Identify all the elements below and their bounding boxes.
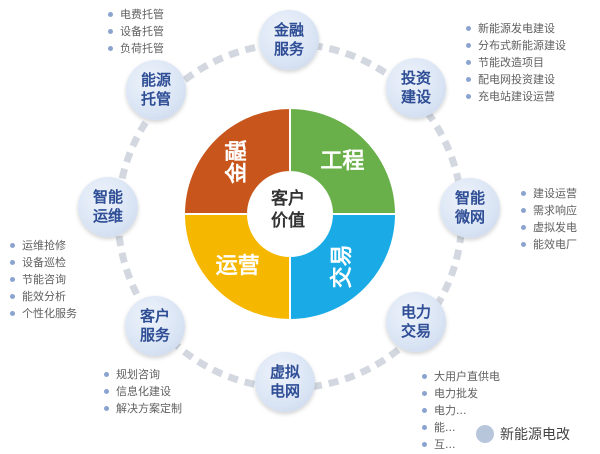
list-microgrid: 建设运营 需求响应 虚拟发电 能效电厂 <box>521 185 577 253</box>
node-label-line2: 运维 <box>92 207 123 225</box>
list-item: 运维抢修 <box>10 237 77 254</box>
node-label-line2: 微网 <box>454 208 485 226</box>
node-label-line1: 智能 <box>454 189 485 207</box>
quadrant-operations-label: 运营 <box>216 254 260 279</box>
node-label-line1: 投资 <box>400 69 431 87</box>
list-item: 充电站建设运营 <box>466 88 566 105</box>
list-item: 虚拟发电 <box>521 219 577 236</box>
node-label-line2: 服务 <box>273 40 304 58</box>
center-line-2: 价值 <box>271 211 305 231</box>
customer-value-label: 客户 价值 <box>258 188 318 232</box>
quadrant-engineering-label: 工程 <box>320 149 364 174</box>
node-investment-construction[interactable]: 投资 建设 <box>386 58 446 118</box>
list-item: 能效电厂 <box>521 236 577 253</box>
list-item: 能效分析 <box>10 288 77 305</box>
watermark-text: 新能源电改 <box>500 427 570 443</box>
list-item: 节能咨询 <box>10 271 77 288</box>
node-label-line1: 电力 <box>400 303 431 321</box>
node-smart-microgrid[interactable]: 智能 微网 <box>440 178 500 238</box>
list-power-trading: 大用户直供电 电力批发 电力... 能... 互... <box>422 368 500 453</box>
list-item: 规划咨询 <box>104 366 182 383</box>
list-item: 解决方案定制 <box>104 400 182 417</box>
list-item: 电力批发 <box>422 385 500 402</box>
list-item: 分布式新能源建设 <box>466 37 566 54</box>
list-investment: 新能源发电建设 分布式新能源建设 节能改造项目 配电网投资建设 充电站建设运营 <box>466 20 566 105</box>
donut-center <box>248 172 332 256</box>
node-virtual-grid[interactable]: 虚拟 电网 <box>255 352 315 412</box>
list-smart-ops: 运维抢修 设备巡检 节能咨询 能效分析 个性化服务 <box>10 237 77 322</box>
quadrant-finance-label: 金融 <box>224 140 250 185</box>
node-label-line1: 能源 <box>140 71 171 89</box>
list-item: 能... <box>422 419 500 436</box>
node-energy-hosting[interactable]: 能源 托管 <box>126 60 186 120</box>
node-label-line2: 电网 <box>269 382 300 400</box>
node-finance-service[interactable]: 金融 服务 <box>259 10 319 70</box>
list-item: 设备托管 <box>108 23 164 40</box>
list-item: 个性化服务 <box>10 305 77 322</box>
quadrant-trading-label: 交易 <box>329 244 355 288</box>
node-label-line2: 托管 <box>140 90 171 108</box>
node-label-line2: 服务 <box>139 326 170 344</box>
list-item: 互... <box>422 436 500 453</box>
list-customer-service: 规划咨询 信息化建设 解决方案定制 <box>104 366 182 417</box>
node-customer-service[interactable]: 客户 服务 <box>125 296 185 356</box>
node-smart-ops[interactable]: 智能 运维 <box>78 177 138 237</box>
list-item: 负荷托管 <box>108 40 164 57</box>
node-power-trading[interactable]: 电力 交易 <box>386 292 446 352</box>
list-energy-hosting: 电费托管 设备托管 负荷托管 <box>108 6 164 57</box>
list-item: 设备巡检 <box>10 254 77 271</box>
list-item: 信息化建设 <box>104 383 182 400</box>
watermark: 新能源电改 <box>476 424 570 444</box>
list-item: 电力... <box>422 402 500 419</box>
list-item: 新能源发电建设 <box>466 20 566 37</box>
node-label-line1: 客户 <box>139 307 170 325</box>
node-label-line1: 金融 <box>273 21 304 39</box>
watermark-logo-icon <box>476 425 494 443</box>
node-label-line1: 虚拟 <box>269 363 300 381</box>
list-item: 大用户直供电 <box>422 368 500 385</box>
list-item: 节能改造项目 <box>466 54 566 71</box>
center-line-1: 客户 <box>271 189 305 209</box>
node-label-line1: 智能 <box>92 188 123 206</box>
list-item: 配电网投资建设 <box>466 71 566 88</box>
node-label-line2: 交易 <box>400 322 431 340</box>
list-item: 需求响应 <box>521 202 577 219</box>
list-item: 建设运营 <box>521 185 577 202</box>
list-item: 电费托管 <box>108 6 164 23</box>
node-label-line2: 建设 <box>400 88 431 106</box>
